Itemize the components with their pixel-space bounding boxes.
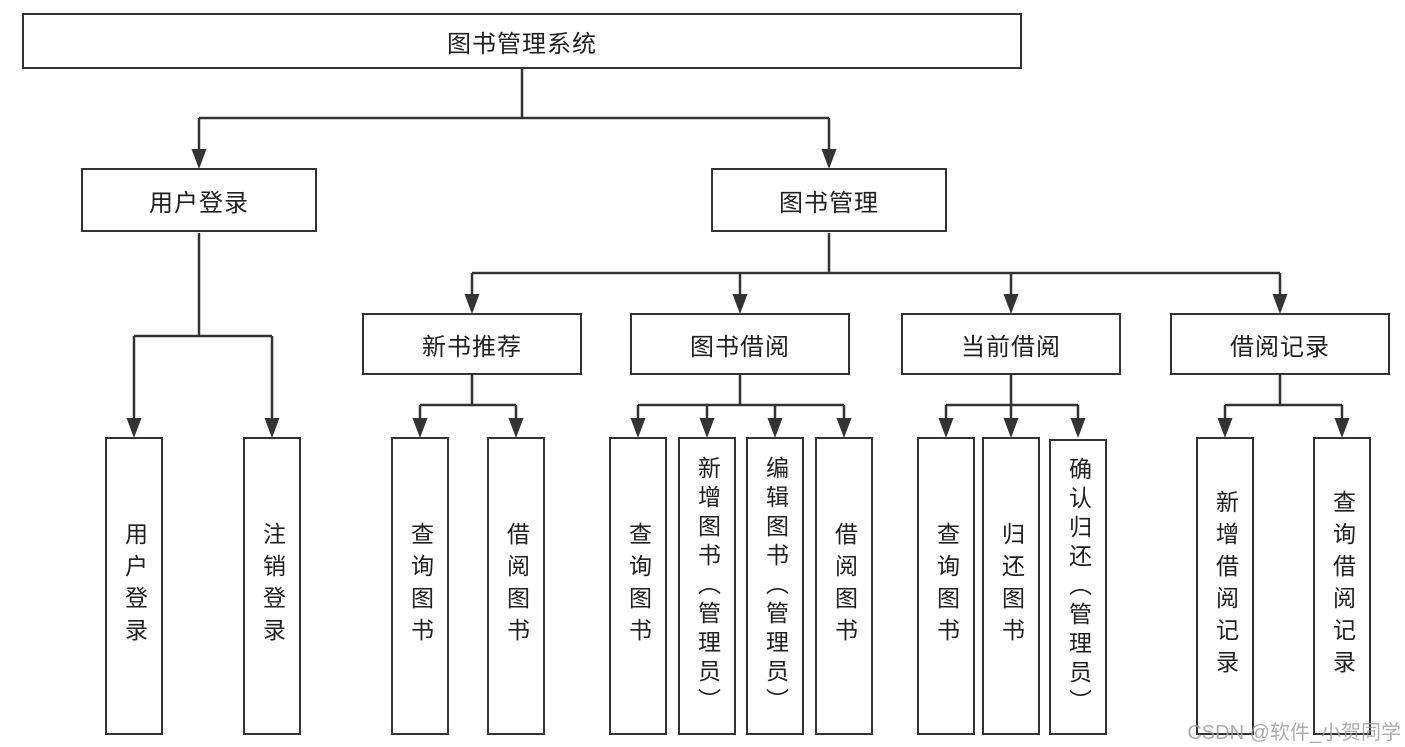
leaf-return-book: 归还图书 [982,437,1040,735]
node-root-label: 图书管理系统 [447,30,597,58]
leaf-borrow-books-recommend-label: 借阅图书 [503,522,530,650]
leaf-user-login: 用户登录 [105,437,163,735]
leaf-user-login-label: 用户登录 [121,522,148,650]
node-borrow-records-label: 借阅记录 [1230,333,1330,361]
node-root: 图书管理系统 [22,13,1022,69]
node-new-book-recommend: 新书推荐 [362,313,582,375]
leaf-borrow-books: 借阅图书 [815,437,873,735]
leaf-add-borrow-record-label: 新增借阅记录 [1212,490,1239,682]
node-book-borrow-label: 图书借阅 [690,333,790,361]
node-book-borrow: 图书借阅 [630,313,850,375]
node-borrow-records: 借阅记录 [1170,313,1390,375]
leaf-query-books-borrow: 查询图书 [609,437,667,735]
leaf-query-borrow-record: 查询借阅记录 [1313,437,1371,735]
csdn-watermark: CSDN @软件_小贺同学 [1187,722,1401,744]
leaf-query-books-recommend-label: 查询图书 [407,522,434,650]
leaf-query-books-recommend: 查询图书 [391,437,449,735]
leaf-query-books-current-label: 查询图书 [933,522,960,650]
node-book-management: 图书管理 [711,168,947,232]
leaf-confirm-return-admin: 确认归还（管理员） [1049,439,1107,735]
leaf-logout-label: 注销登录 [259,522,286,650]
node-user-login-label: 用户登录 [149,189,249,217]
leaf-edit-book-admin: 编辑图书（管理员） [746,437,804,735]
node-new-book-recommend-label: 新书推荐 [422,333,522,361]
leaf-borrow-books-recommend: 借阅图书 [487,437,545,735]
leaf-add-book-admin: 新增图书（管理员） [678,437,736,735]
leaf-add-borrow-record: 新增借阅记录 [1196,437,1254,735]
leaf-logout: 注销登录 [243,437,301,735]
leaf-query-books-borrow-label: 查询图书 [625,522,652,650]
leaf-borrow-books-label: 借阅图书 [831,522,858,650]
leaf-query-borrow-record-label: 查询借阅记录 [1329,490,1356,682]
leaf-add-book-admin-label: 新增图书（管理员） [694,455,721,717]
leaf-query-books-current: 查询图书 [917,437,975,735]
leaf-return-book-label: 归还图书 [998,522,1025,650]
leaf-confirm-return-admin-label: 确认归还（管理员） [1065,456,1092,718]
node-current-borrow-label: 当前借阅 [961,333,1061,361]
node-book-management-label: 图书管理 [779,189,879,217]
node-current-borrow: 当前借阅 [901,313,1121,375]
node-user-login: 用户登录 [81,168,317,232]
leaf-edit-book-admin-label: 编辑图书（管理员） [762,455,789,717]
